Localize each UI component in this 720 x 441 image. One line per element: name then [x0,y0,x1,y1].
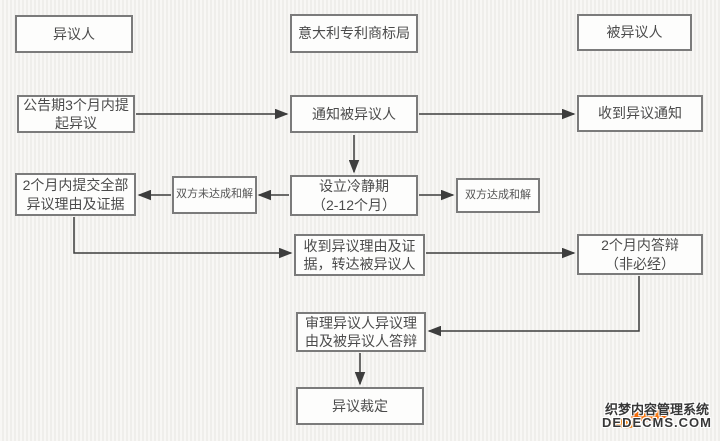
node-forward-grounds: 收到异议理由及证 据，转达被异议人 [294,234,425,276]
node-reply: 2个月内答辩 （非必经） [577,234,703,275]
node-opposed-header: 被异议人 [577,14,692,51]
node-notify-opposed: 通知被异议人 [290,95,418,133]
node-submit-grounds: 2个月内提交全部 异议理由及证据 [15,173,136,216]
watermark: 织梦内容管理系统 DEDECMS.COM [601,403,713,430]
node-receive-notice: 收到异议通知 [577,95,703,132]
arrow-reply-to-examine [427,276,640,337]
node-ruling: 异议裁定 [296,387,424,425]
node-opponent-header: 异议人 [15,15,133,53]
node-file-opposition: 公告期3个月内提 起异议 [17,95,135,133]
watermark-cms-name: 织梦内容管理系统 [604,402,709,417]
node-examine: 审理异议人异议理 由及被异议人答辩 [296,312,426,352]
watermark-cms-domain: DEDECMS.COM [602,415,712,430]
node-office-header: 意大利专利商标局 [290,14,418,53]
node-cooling-off: 设立冷静期 （2-12个月） [290,175,418,216]
node-no-settlement: 双方未达成和解 [172,176,257,214]
arrow-submit-to-forward [73,217,293,259]
node-settlement: 双方达成和解 [456,178,540,213]
